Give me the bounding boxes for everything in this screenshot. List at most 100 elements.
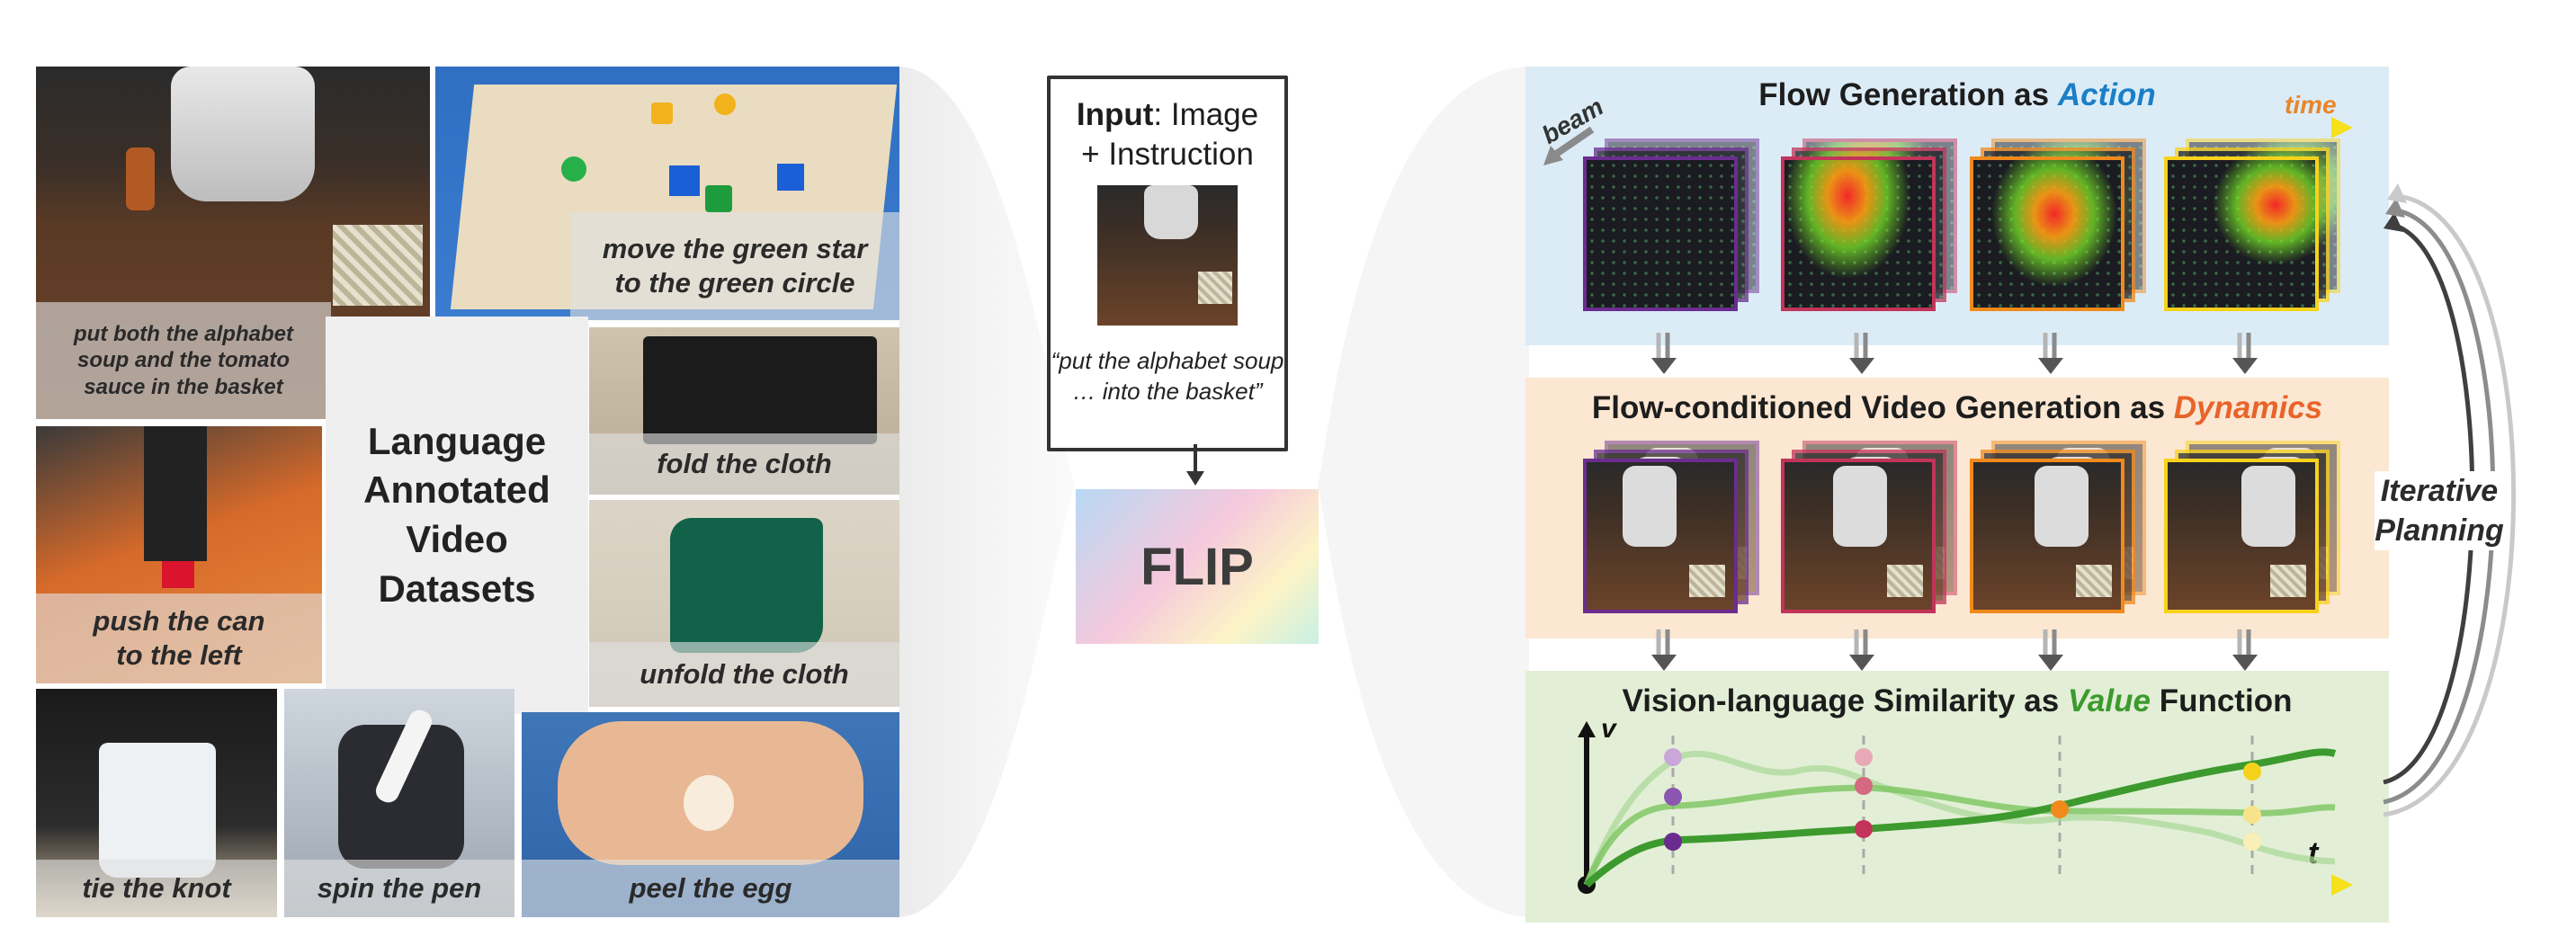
basket-shape <box>2270 565 2306 597</box>
instruction-text: “put the alphabet soup … into the basket… <box>1051 347 1284 405</box>
value-dot <box>1855 777 1873 795</box>
beam-axis <box>1550 126 1595 160</box>
planning-arrowhead <box>2387 183 2407 203</box>
caption-alphabet-soup: put both the alphabet soup and the tomat… <box>36 302 331 419</box>
value-dot <box>2243 806 2261 824</box>
bottle-shape <box>126 147 155 210</box>
photo-tie-knot: tie the knot <box>36 689 277 917</box>
planning-arc <box>2383 193 2516 817</box>
basket-shape <box>1198 272 1232 304</box>
value-dot <box>2243 763 2261 781</box>
yellow-block-shape <box>651 103 673 124</box>
video-title-accent: Dynamics <box>2173 390 2323 425</box>
funnel-shape <box>899 67 1075 917</box>
robot-arm-shape <box>1833 466 1887 547</box>
input-title-rest: : Image <box>1153 97 1259 132</box>
input-title-line2: + Instruction <box>1081 137 1254 172</box>
video-frame-stack <box>2164 441 2340 613</box>
photo-alphabet-soup: put both the alphabet soup and the tomat… <box>36 67 430 419</box>
beam-arrowhead <box>1543 146 1563 165</box>
video-panel-title: Flow-conditioned Video Generation as Dyn… <box>1591 390 2323 425</box>
value-x-label: t <box>2308 836 2320 870</box>
photo-fold-cloth: fold the cloth <box>589 327 899 495</box>
caption-push-can: push the can to the left <box>36 593 322 683</box>
planning-arrowhead <box>2384 212 2403 232</box>
robot-gripper-shape <box>144 426 207 561</box>
input-image <box>1097 185 1238 326</box>
value-y-label: v <box>1601 714 1618 744</box>
photo-green-star: move the green star to the green circle <box>435 67 899 320</box>
green-circle-shape <box>561 156 586 182</box>
input-box: Input: Image + Instruction “put the alph… <box>1047 76 1288 451</box>
blue-cube-shape <box>669 165 700 196</box>
flip-box: FLIP <box>1076 489 1319 644</box>
egg-shape <box>684 775 734 831</box>
basket-shape <box>1887 565 1923 597</box>
down-arrow <box>1651 629 1677 671</box>
funnel-shape <box>1075 67 1529 917</box>
green-cloth-shape <box>670 518 823 653</box>
value-panel-title: Vision-language Similarity as Value Func… <box>1622 683 2293 718</box>
time-arrowhead <box>2331 117 2353 138</box>
input-title-bold: Input <box>1076 97 1154 132</box>
robot-arm-shape <box>171 67 315 201</box>
input-arrow <box>1186 444 1204 486</box>
value-y-arrowhead <box>1578 721 1596 737</box>
video-frame <box>2164 459 2319 613</box>
down-arrow <box>1849 629 1874 671</box>
flow-frame <box>1583 156 1738 311</box>
video-frame <box>1781 459 1936 613</box>
value-title-accent: Value <box>2067 683 2151 718</box>
down-arrow <box>1849 333 1874 374</box>
basket-shape <box>1689 565 1725 597</box>
photo-spin-pen: spin the pen <box>284 689 514 917</box>
video-frame <box>1970 459 2124 613</box>
caption-peel-egg: peel the egg <box>522 860 899 917</box>
video-frame-stack <box>1583 441 1759 613</box>
flow-frame-stack <box>2164 138 2340 311</box>
flow-frame-stack <box>1970 138 2146 311</box>
flow-axes: beam time <box>1537 91 2353 165</box>
red-cube-shape <box>162 561 194 588</box>
black-cloth-shape <box>643 336 877 444</box>
time-label: time <box>2285 91 2337 119</box>
value-dot <box>1855 820 1873 838</box>
flow-frame <box>2164 156 2319 311</box>
caption-tie-knot: tie the knot <box>36 860 277 917</box>
photo-unfold-cloth: unfold the cloth <box>589 500 899 707</box>
green-star-shape <box>705 185 732 212</box>
datasets-label: Language Annotated Video Datasets <box>363 419 550 610</box>
photo-push-can: push the can to the left <box>36 426 322 683</box>
flow-title-accent: Action <box>2057 77 2156 112</box>
video-frame <box>1583 459 1738 613</box>
value-curve-main <box>1584 748 2337 888</box>
flip-label: FLIP <box>1140 537 1254 596</box>
yellow-block-shape <box>714 94 736 115</box>
value-dashed-lines <box>1671 736 2254 879</box>
robot-arm-shape <box>1144 185 1198 239</box>
value-x-arrowhead <box>2331 874 2353 896</box>
flow-frame-stack <box>1583 138 1759 311</box>
caption-fold-cloth: fold the cloth <box>589 433 899 495</box>
down-arrow <box>2038 629 2063 671</box>
down-arrow <box>2038 333 2063 374</box>
value-dot <box>1664 833 1682 851</box>
flow-frame <box>1781 156 1936 311</box>
basket-shape <box>2076 565 2112 597</box>
basket-shape <box>333 225 423 306</box>
flow-frame <box>1970 156 2124 311</box>
value-dot <box>1664 788 1682 806</box>
value-dot <box>2051 800 2069 818</box>
caption-spin-pen: spin the pen <box>284 860 514 917</box>
datasets-label-box: Language Annotated Video Datasets <box>326 317 588 714</box>
robot-arm-shape <box>1623 466 1677 547</box>
value-dot <box>1664 748 1682 766</box>
white-bag-shape <box>99 743 216 878</box>
down-arrow <box>2232 333 2258 374</box>
blue-cube-shape <box>777 164 804 191</box>
video-frame-stack <box>1970 441 2146 613</box>
caption-unfold-cloth: unfold the cloth <box>589 642 899 707</box>
value-plot: v t <box>1578 714 2353 896</box>
robot-arm-shape <box>2241 466 2295 547</box>
